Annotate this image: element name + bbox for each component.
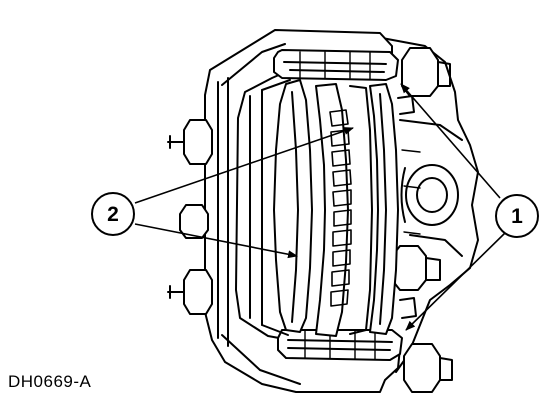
callout-1: 1: [495, 194, 539, 238]
leader-2-upper: [134, 127, 354, 204]
callout-circle-2: [91, 192, 135, 236]
bracket-bolt-middle: [391, 245, 441, 291]
pad-retainer-clips: [397, 95, 421, 319]
figure-id: DH0669-A: [8, 372, 92, 391]
callout-leaders: [134, 83, 506, 331]
callout-label-1: 1: [511, 205, 523, 228]
bracket-bolt-top: [401, 47, 451, 97]
caliper-bracket: [381, 37, 479, 373]
brake-pad-outer: [273, 79, 313, 333]
leader-1-upper: [400, 83, 501, 199]
leader-2-lower: [134, 223, 298, 259]
leader-1-lower: [405, 232, 506, 331]
caliper-cavity: [249, 79, 291, 336]
spindle-hub: [400, 164, 459, 226]
callout-circle-1: [495, 194, 539, 238]
brake-rotor: [315, 83, 373, 337]
callout-2: 2: [91, 192, 135, 236]
lower-anti-rattle-clip: [277, 329, 403, 361]
caliper-bolt-upper: [167, 119, 213, 165]
caliper-bolt-lower: [167, 269, 213, 315]
callout-label-2: 2: [107, 203, 119, 226]
bracket-bolt-bottom: [403, 343, 453, 393]
brake-pad-inner: [369, 83, 399, 335]
upper-anti-rattle-clip: [273, 49, 399, 81]
